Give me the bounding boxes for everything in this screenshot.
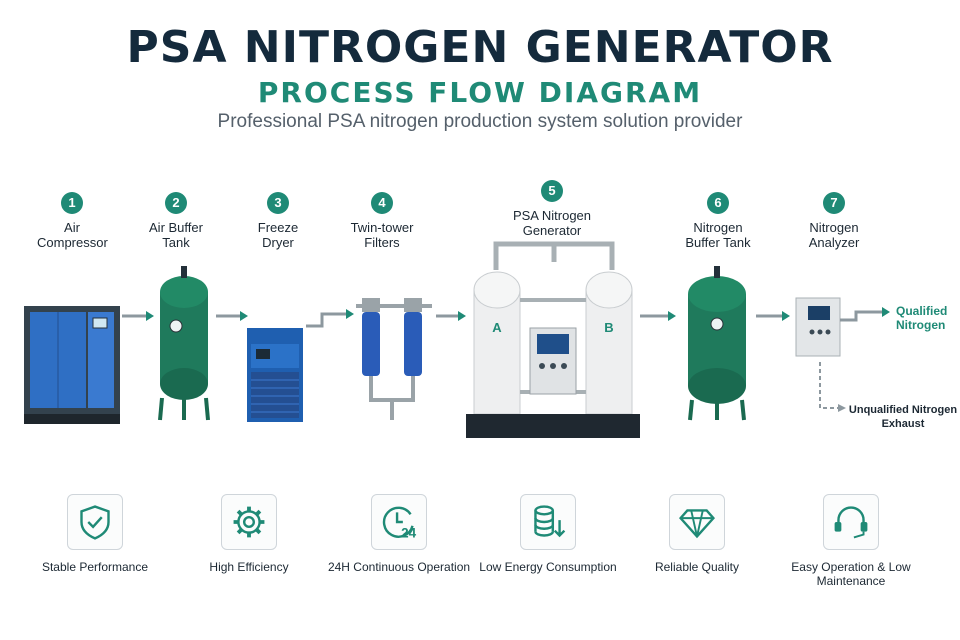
flow-arrow	[756, 311, 790, 321]
air-compressor	[24, 306, 120, 424]
tower-b-label: B	[604, 320, 613, 335]
feature-label: High Efficiency	[209, 560, 289, 574]
shield-check-icon	[67, 494, 123, 550]
step-label: Twin-tower Filters	[350, 220, 414, 250]
clock-24-text: 24	[401, 525, 417, 540]
clock-24-icon: 24	[371, 494, 427, 550]
gear-icon	[221, 494, 277, 550]
exhaust-outlet-arrow	[819, 362, 846, 412]
step-badge: 7	[823, 192, 845, 214]
step-5-header: 5 PSA Nitrogen Generator	[492, 180, 612, 238]
step-badge: 3	[267, 192, 289, 214]
freeze-dryer	[247, 328, 303, 422]
nitrogen-analyzer	[795, 297, 841, 357]
coins-down-icon	[520, 494, 576, 550]
feature-reliable-quality: Reliable Quality	[622, 494, 772, 574]
step-1-header: 1 Air Compressor	[12, 192, 132, 250]
step-label: PSA Nitrogen Generator	[512, 208, 592, 238]
feature-high-efficiency: High Efficiency	[174, 494, 324, 574]
feature-label: Reliable Quality	[654, 560, 740, 574]
step-label: Freeze Dryer	[257, 220, 299, 250]
feature-easy-operation: Easy Operation & Low Maintenance	[776, 494, 926, 588]
step-6-header: 6 Nitrogen Buffer Tank	[658, 192, 778, 250]
step-badge: 1	[61, 192, 83, 214]
feature-low-energy: Low Energy Consumption	[473, 494, 623, 574]
step-label: Nitrogen Analyzer	[808, 220, 860, 250]
step-badge: 4	[371, 192, 393, 214]
flow-arrow	[436, 311, 466, 321]
feature-24h-operation: 24 24H Continuous Operation	[324, 494, 474, 574]
flow-arrow	[122, 311, 154, 321]
step-badge: 6	[707, 192, 729, 214]
qualified-outlet-arrow	[840, 307, 890, 322]
step-label: Air Buffer Tank	[149, 220, 203, 250]
step-4-header: 4 Twin-tower Filters	[322, 192, 442, 250]
nitrogen-buffer-tank	[688, 266, 746, 421]
step-label: Air Compressor	[37, 220, 108, 250]
step-2-header: 2 Air Buffer Tank	[116, 192, 236, 250]
page-subtitle: PROCESS FLOW DIAGRAM	[257, 76, 703, 109]
qualified-nitrogen-label: Qualified Nitrogen	[896, 304, 948, 332]
feature-label: Easy Operation & Low Maintenance	[791, 560, 911, 588]
feature-label: Low Energy Consumption	[479, 560, 617, 574]
step-label: Nitrogen Buffer Tank	[685, 220, 751, 250]
step-7-header: 7 Nitrogen Analyzer	[774, 192, 894, 250]
tower-a-label: A	[492, 320, 502, 335]
psa-nitrogen-generator: A B	[466, 241, 640, 438]
page-title: PSA NITROGEN GENERATOR	[126, 22, 834, 73]
diamond-icon	[669, 494, 725, 550]
flow-arrow	[640, 311, 676, 321]
step-badge: 5	[541, 180, 563, 202]
page-tagline: Professional PSA nitrogen production sys…	[217, 111, 743, 132]
twin-tower-filters	[356, 298, 432, 420]
flow-arrow	[306, 309, 354, 328]
air-buffer-tank	[158, 266, 210, 421]
flow-arrow	[216, 311, 248, 321]
feature-stable-performance: Stable Performance	[20, 494, 170, 574]
feature-label: 24H Continuous Operation	[327, 560, 471, 574]
feature-label: Stable Performance	[41, 560, 149, 574]
headset-icon	[823, 494, 879, 550]
step-3-header: 3 Freeze Dryer	[218, 192, 338, 250]
step-badge: 2	[165, 192, 187, 214]
unqualified-exhaust-label: Unqualified Nitrogen Exhaust	[848, 404, 958, 430]
